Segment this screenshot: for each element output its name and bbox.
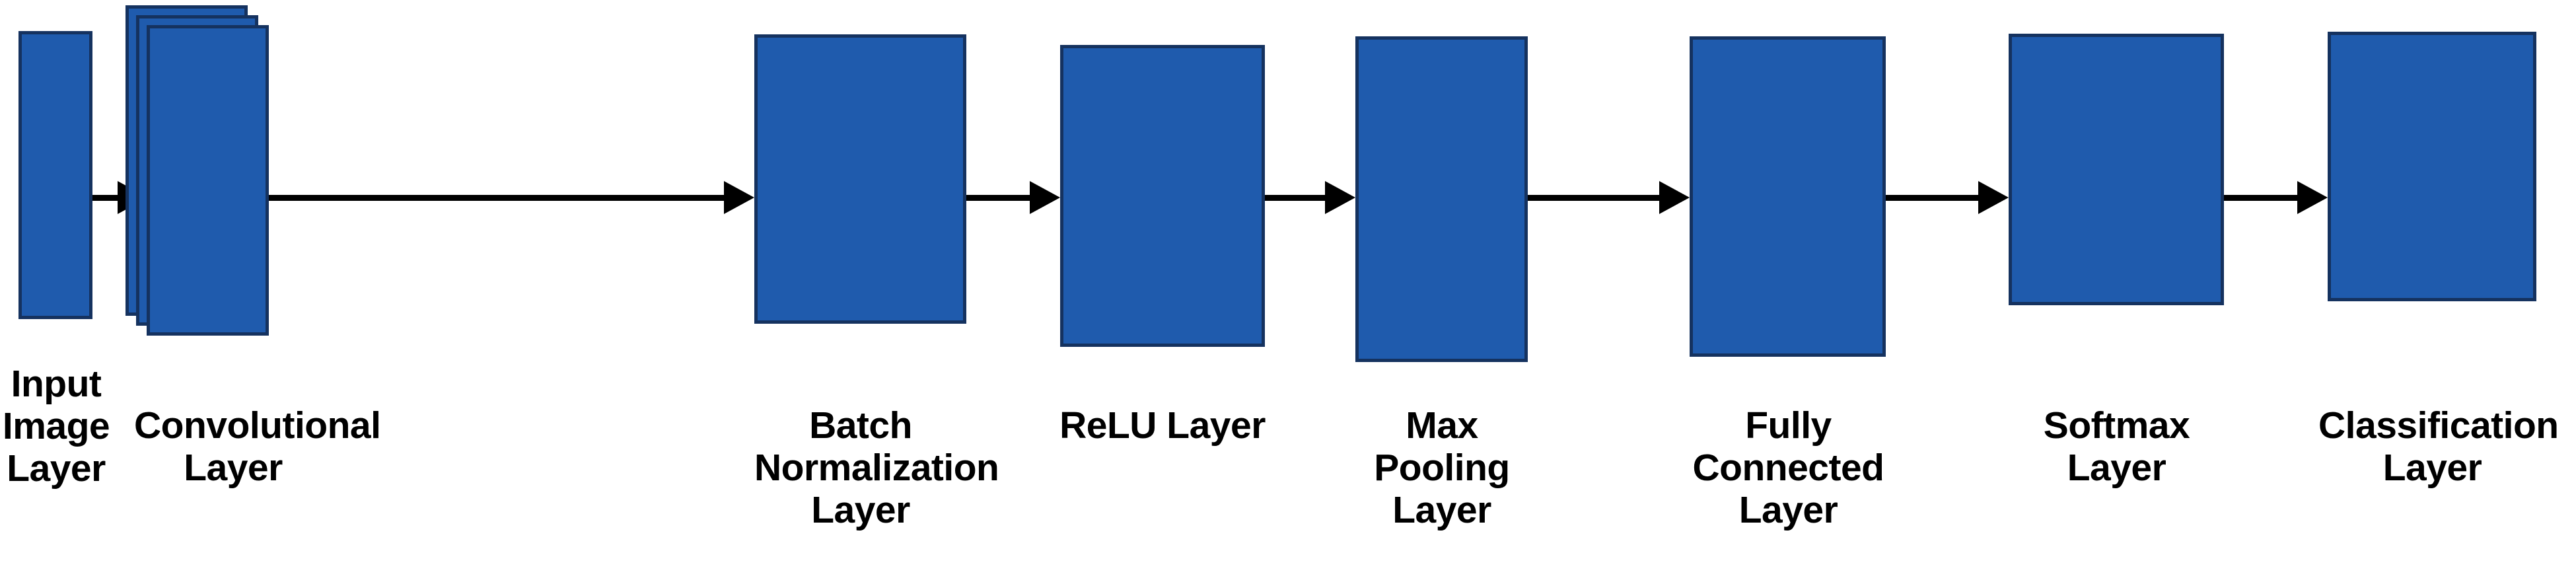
arrow-line: [92, 195, 122, 201]
arrow-line: [1886, 195, 1982, 201]
fully-connected-layer-box[interactable]: [1690, 36, 1886, 357]
arrow-head-icon: [1325, 181, 1355, 214]
input-image-layer-label: Input Image Layer: [2, 363, 110, 490]
convolutional-layer-stack[interactable]: [125, 5, 269, 336]
convolutional-layer-label: Convolutional Layer: [134, 404, 381, 489]
batch-normalization-layer-label: Batch Normalization Layer: [754, 404, 999, 531]
arrow-head-icon: [1978, 181, 2009, 214]
arrow-line: [1528, 195, 1663, 201]
max-pooling-layer-box[interactable]: [1355, 36, 1528, 362]
classification-layer-label: Classification Layer: [2318, 404, 2559, 489]
softmax-layer-box[interactable]: [2009, 34, 2224, 305]
fully-connected-layer-label: Fully Connected Layer: [1692, 404, 1884, 531]
max-pooling-layer-label: Max Pooling Layer: [1374, 404, 1510, 531]
relu-layer-box[interactable]: [1060, 45, 1265, 347]
arrow-line: [966, 195, 1034, 201]
arrow-line: [2224, 195, 2301, 201]
arrow-head-icon: [1030, 181, 1060, 214]
softmax-layer-label: Softmax Layer: [2043, 404, 2190, 489]
batch-normalization-layer-box[interactable]: [754, 34, 966, 324]
arrow-line: [1265, 195, 1329, 201]
arrow-head-icon: [724, 181, 754, 214]
convolutional-layer-sheet-3[interactable]: [147, 25, 269, 336]
classification-layer-box[interactable]: [2328, 32, 2536, 301]
arrow-head-icon: [2297, 181, 2328, 214]
input-image-layer-box[interactable]: [18, 31, 92, 319]
arrow-head-icon: [1659, 181, 1690, 214]
relu-layer-label: ReLU Layer: [1059, 404, 1266, 447]
arrow-line: [266, 195, 728, 201]
